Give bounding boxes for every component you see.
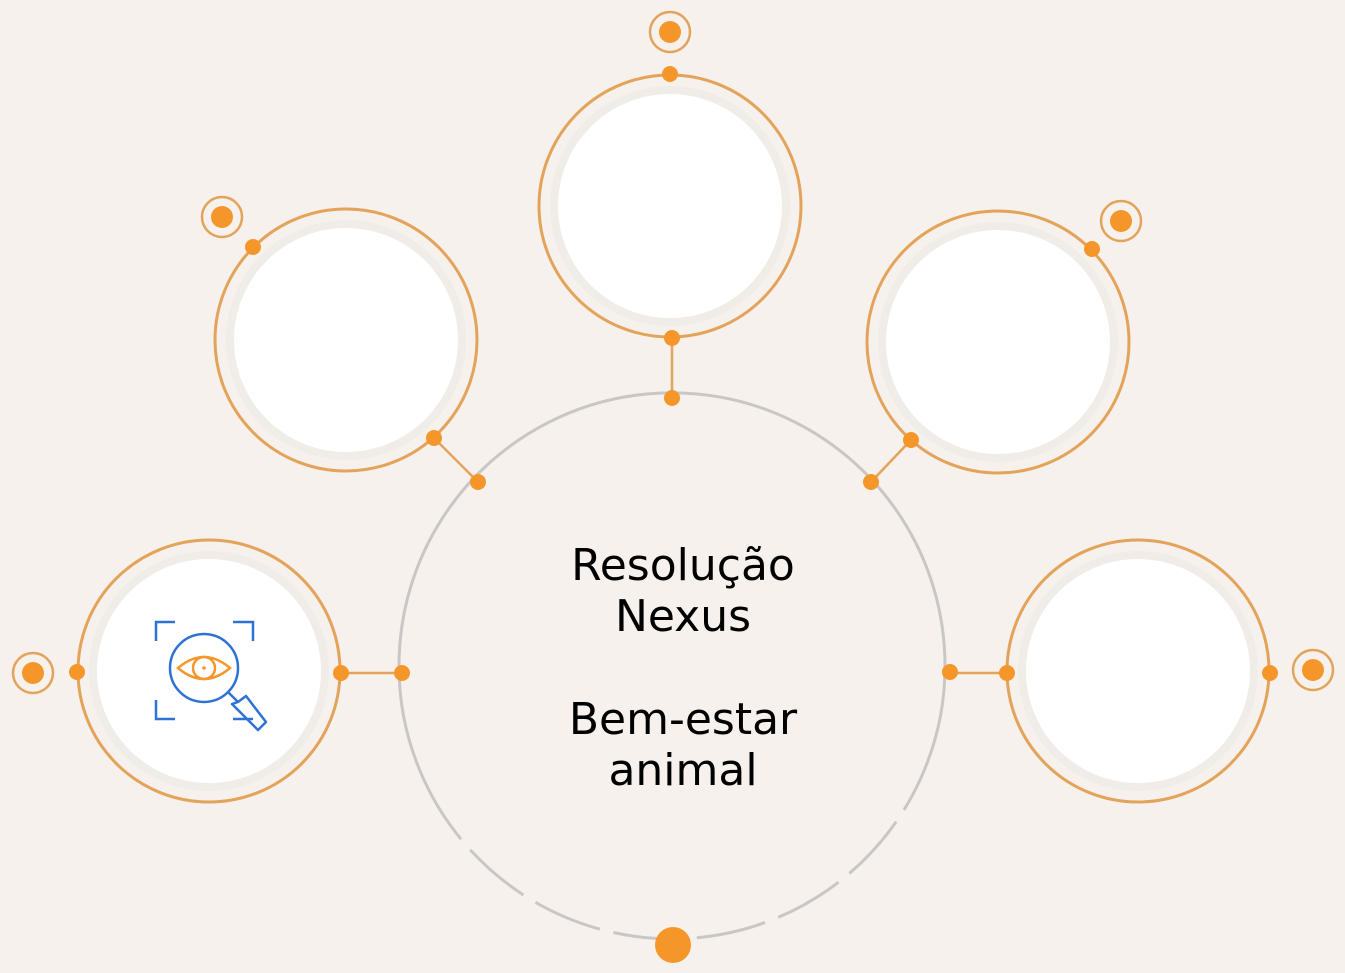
center-title-line-1: Resolução [571, 540, 795, 591]
connector-lines [341, 338, 1007, 675]
marker-right-target [1291, 648, 1335, 692]
node-left[interactable] [76, 538, 342, 804]
center-subtitle-line-2: animal [608, 745, 757, 796]
center-bottom-dot [655, 927, 691, 963]
node-right[interactable] [1005, 538, 1271, 804]
center-title-line-2: Nexus [615, 591, 751, 642]
marker-upper-left-target [200, 195, 244, 239]
center-label: Resolução Nexus Bem-estar animal [569, 540, 798, 796]
marker-top-target [648, 10, 692, 54]
node-upper-right[interactable] [865, 209, 1131, 475]
eye-magnifier-scan-icon [154, 620, 268, 732]
marker-upper-right-target [1099, 199, 1143, 243]
connector-dots [69, 66, 1278, 681]
node-upper-left[interactable] [213, 207, 479, 473]
outer-markers [11, 10, 1335, 695]
marker-left-target [11, 651, 55, 695]
node-top[interactable] [537, 73, 803, 339]
center-subtitle-line-1: Bem-estar [569, 694, 798, 745]
